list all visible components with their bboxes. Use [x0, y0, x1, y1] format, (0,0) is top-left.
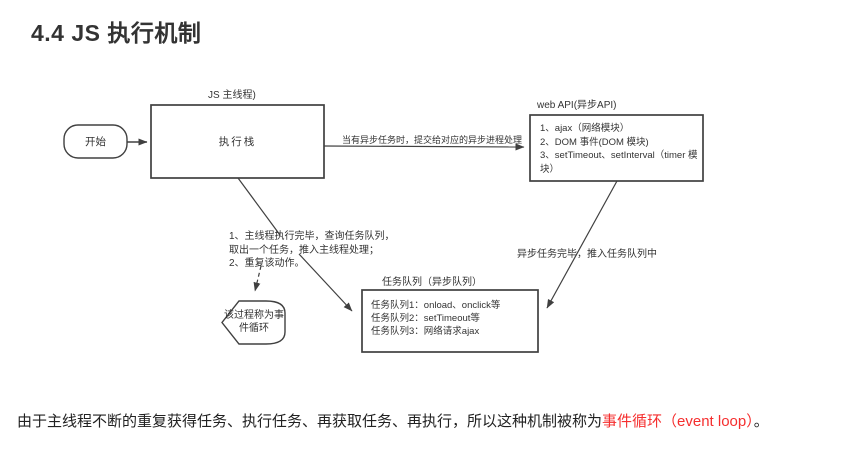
webapi-line: 1、ajax（网络模块）	[540, 123, 630, 134]
async-done-label: 异步任务完毕，推入任务队列中	[517, 249, 657, 260]
webapi-to-queue-arrow	[546, 180, 618, 309]
loop-note: 1、主线程执行完毕，查询任务队列， 取出一个任务，推入主线程处理； 2、重复该动…	[229, 230, 395, 271]
stack-to-webapi-arrow	[323, 143, 525, 151]
webapi-line: 块）	[540, 163, 560, 175]
task-queue-title: 任务队列（异步队列）	[382, 277, 482, 288]
task-queue-line: 任务队列1：onload、onclick等	[371, 300, 501, 311]
event-loop-shape	[221, 300, 286, 345]
start-shape	[63, 124, 128, 159]
task-queue-line: 任务队列2：setTimeout等	[371, 313, 480, 324]
task-queue-box	[361, 289, 539, 353]
task-queue-content: 任务队列1：onload、onclick等 任务队列2：setTimeout等 …	[371, 299, 500, 338]
loop-note-line: 1、主线程执行完毕，查询任务队列，	[229, 231, 395, 242]
summary-highlight: 事件循环（event loop）	[602, 413, 754, 430]
main-thread-label: JS 主线程)	[208, 90, 256, 101]
event-loop-dashed-arrow	[253, 265, 262, 292]
flowchart-canvas	[63, 104, 704, 353]
summary-text: 由于主线程不断的重复获得任务、执行任务、再获取任务、再执行，所以这种机制被称为	[17, 413, 603, 430]
event-loop-shape-label: 该过程称为事件循环	[224, 310, 284, 334]
summary-period: 。	[753, 413, 769, 430]
loop-note-line: 2、重复该动作。	[229, 258, 305, 269]
task-queue-line: 任务队列3：网络请求ajax	[371, 326, 480, 337]
webapi-box	[529, 114, 704, 182]
webapi-line: 3、setTimeout、setInterval（timer 模	[540, 150, 698, 161]
webapi-title: web API(异步API)	[537, 100, 617, 111]
stack-to-queue-line	[237, 177, 281, 236]
page-title: 4.4 JS 执行机制	[31, 20, 202, 46]
webapi-line: 2、DOM 事件(DOM 模块)	[540, 136, 649, 148]
loop-note-line: 取出一个任务，推入主线程处理；	[229, 244, 379, 256]
exec-stack-label: 执行栈	[218, 136, 257, 148]
stack-to-queue-arrow	[298, 253, 353, 312]
exec-stack-box	[150, 104, 325, 179]
webapi-content: 1、ajax（网络模块） 2、DOM 事件(DOM 模块) 3、setTimeo…	[540, 122, 700, 176]
start-node-label: 开始	[85, 136, 106, 148]
submit-arrow-label: 当有异步任务时，提交给对应的异步进程处理	[342, 135, 523, 145]
summary-paragraph: 由于主线程不断的重复获得任务、执行任务、再获取任务、再执行，所以这种机制被称为事…	[17, 410, 769, 431]
